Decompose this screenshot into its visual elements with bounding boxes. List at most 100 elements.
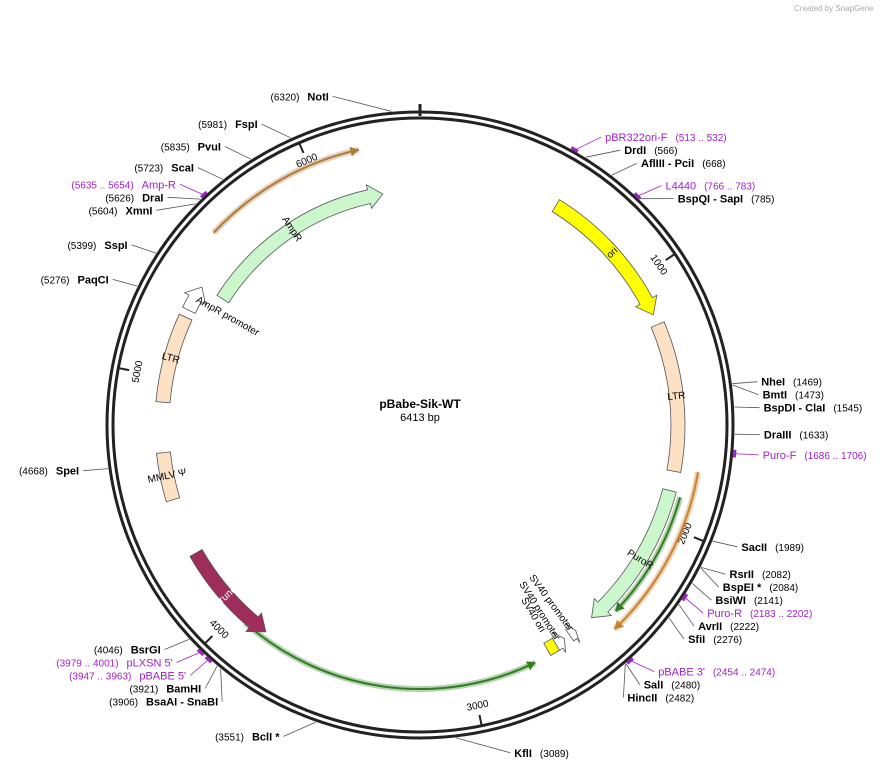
label-part: (5635 .. 5654) [71, 180, 133, 191]
label-part: L4440 [666, 181, 697, 193]
primer-label: (3979 .. 4001)pLXSN 5' [56, 658, 172, 670]
feature-sv40-ori [543, 637, 561, 657]
orf-head-1 [615, 601, 625, 612]
label-part: SspI [104, 240, 127, 252]
label-part: (5835) [161, 143, 190, 154]
orf-head-0 [349, 146, 359, 157]
enzyme-label: BspDI - ClaI(1545) [764, 403, 863, 415]
leader-line [732, 381, 758, 385]
label-part: BspDI - ClaI [764, 403, 826, 415]
orf-line-3 [244, 622, 536, 691]
feature-ori [551, 199, 658, 316]
enzyme-label: RsrII (2082) [730, 569, 791, 581]
leader-line [712, 540, 738, 548]
leader-line [700, 567, 720, 588]
label-part: (2482) [665, 694, 694, 705]
label-part: (5276) [41, 275, 70, 286]
label-part: (1473) [795, 391, 824, 402]
label-part: DrdI [624, 145, 646, 157]
leader-line [683, 596, 704, 614]
primer-mark [633, 192, 642, 200]
tick-1000 [665, 253, 675, 261]
backbone-inner-strand [111, 116, 729, 734]
label-part: (3979 .. 4001) [56, 659, 118, 670]
enzyme-label: (5835) PvuI [161, 142, 221, 154]
label-part: (3921) [129, 685, 158, 696]
leader-line [733, 453, 759, 456]
label-part: PaqCI [78, 274, 109, 286]
enzyme-label: (5981)FspI [198, 119, 258, 131]
label-part: XmnI [125, 205, 152, 217]
enzyme-label: BmtI (1473) [763, 390, 824, 402]
enzyme-label: (6320)NotI [271, 91, 329, 103]
leader-line [83, 468, 109, 472]
orf-line-1 [614, 497, 682, 612]
label-part: PvuI [198, 142, 221, 154]
primer-label: (3947 .. 3963)pBABE 5' [69, 671, 186, 683]
tick-5000 [119, 367, 130, 372]
label-part: BspEI * [723, 582, 762, 594]
label-part: AvrII [698, 621, 722, 633]
label-part: pBR322ori-F [605, 132, 668, 144]
label-part: ScaI [171, 163, 194, 175]
enzyme-label: (5604) XmnI [89, 205, 153, 217]
primer-label: pBABE 3'(2454 .. 2474) [658, 667, 775, 679]
tick-label-1000: 1000 [648, 253, 670, 278]
label-part: (1989) [775, 543, 804, 554]
label-part: BmtI [763, 390, 787, 402]
enzyme-label: (3551)BclI * [215, 731, 280, 743]
primer-mark [196, 648, 205, 657]
enzyme-label: AvrII (2222) [698, 621, 759, 633]
label-part: (5604) [89, 206, 118, 217]
label-part: (2222) [730, 622, 759, 633]
primer-label: Puro-F(1686 .. 1706) [763, 450, 867, 462]
primer-mark [204, 656, 213, 664]
enzyme-label: (5626)DraI [105, 192, 163, 204]
feature-label: LTR [667, 390, 686, 403]
leader-line [668, 617, 685, 640]
label-part: (2082) [762, 570, 791, 581]
leader-line [678, 604, 695, 627]
label-part: SfiI [688, 634, 705, 646]
orf-head-3 [526, 661, 536, 671]
leader-line [332, 96, 392, 112]
label-part: (3906) [109, 698, 138, 709]
feature-ampr [216, 184, 384, 304]
enzyme-label: AflIII - PciI(668) [641, 158, 726, 170]
label-part: SalI [644, 680, 664, 692]
feature-ampr-promoter [182, 286, 207, 314]
label-part: RsrII [730, 569, 754, 581]
primer-label: L4440(766 .. 783) [666, 181, 756, 193]
feature-mmlv- [156, 451, 181, 503]
label-part: (785) [751, 195, 774, 206]
leader-line [625, 663, 641, 685]
leader-line [283, 721, 316, 737]
label-part: (2480) [671, 681, 700, 692]
label-part: SacII [741, 542, 767, 554]
primer-mark [200, 190, 208, 199]
enzyme-label: SalI (2480) [644, 680, 700, 692]
orf-arcs [211, 146, 701, 693]
leader-line [734, 406, 760, 409]
leader-line [156, 203, 196, 211]
snapgene-logo: Created by SnapGene [794, 4, 874, 13]
label-part: (566) [654, 146, 677, 157]
label-part: BamHI [166, 684, 201, 696]
label-part: (2454 .. 2474) [713, 668, 775, 679]
leader-line [636, 185, 662, 197]
feature-sv40-promoter [565, 622, 581, 643]
label-part: DraI [142, 192, 163, 204]
primer-label: Puro-R(2183 .. 2202) [707, 608, 812, 620]
label-part: (2084) [769, 583, 798, 594]
label-part: (3089) [540, 749, 569, 760]
created-by-text: Created by SnapGene [794, 4, 874, 13]
label-part: BclI * [252, 731, 280, 743]
enzyme-label: SfiI(2276) [688, 634, 742, 646]
feature-label: LTR [160, 351, 180, 366]
backbone-outer-strand [105, 110, 735, 740]
tick-2000 [693, 536, 704, 542]
leader-line [189, 658, 210, 676]
orf-line-2 [613, 472, 699, 631]
